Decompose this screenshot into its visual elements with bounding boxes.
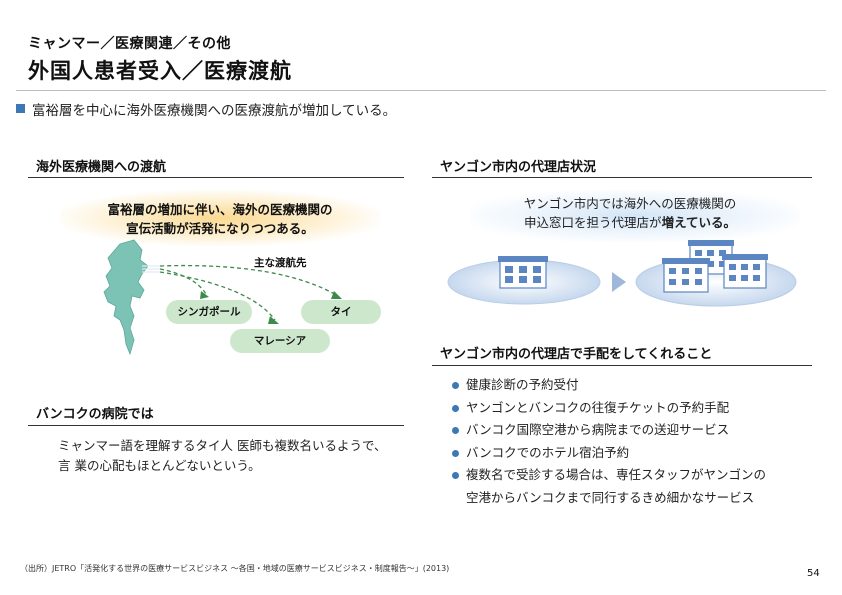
- list-item-text: バンコクでのホテル宿泊予約: [466, 444, 630, 460]
- highlight-line-2: 宣伝活動が活発になりつつある。: [126, 221, 314, 236]
- agency-heading: ヤンゴン市内の代理店状況: [440, 160, 597, 175]
- list-item-text: バンコク国際空港から病院までの送迎サービス: [466, 422, 730, 437]
- bullet-dot-icon: [452, 472, 459, 479]
- page-title: 外国人患者受入／医療渡航: [28, 59, 292, 83]
- lead-bullet-icon: [16, 104, 25, 113]
- bangkok-text: ミャンマー語を理解するタイ人 医師も複数名いるようで、 言 業の心配もほとんどな…: [58, 436, 386, 476]
- bangkok-divider: [28, 425, 404, 426]
- bangkok-heading: バンコクの病院では: [36, 407, 154, 422]
- list-item: 健康診断の予約受付: [452, 374, 766, 397]
- agency-building-icon: [498, 256, 548, 289]
- bullet-dot-icon: [452, 427, 459, 434]
- route-map: [103, 239, 342, 356]
- list-item-text: 複数名で受診する場合は、専任スタッフがヤンゴンの: [466, 467, 767, 482]
- agency-building-icon: [722, 254, 768, 289]
- bullet-dot-icon: [452, 404, 459, 412]
- services-divider: [432, 365, 812, 366]
- bangkok-line-2: 言 業の心配もほとんどないという。: [58, 458, 261, 473]
- myanmar-map-icon: [103, 239, 149, 356]
- title-divider: [16, 90, 826, 91]
- highlight-text: 富裕層の増加に伴い、海外の医療機関の 宣伝活動が活発になりつつある。: [70, 200, 370, 238]
- agency-line-2-emphasis: 増えている。: [661, 215, 736, 230]
- route-arrow-icon: [159, 268, 207, 295]
- lead-text: 富裕層を中心に海外医療機関への医療渡航が増加している。: [32, 103, 397, 119]
- section-label: ミャンマー／医療関連／その他: [28, 36, 231, 52]
- list-item-text: ヤンゴンとバンコクの往復チケットの予約手配: [466, 399, 730, 415]
- page-number: 54: [807, 568, 820, 579]
- bangkok-line-1: ミャンマー語を理解するタイ人 医師も複数名いるようで、: [58, 438, 387, 453]
- bullet-dot-icon: [452, 382, 459, 389]
- list-item: バンコク国際空港から病院までの送迎サービス: [452, 419, 766, 442]
- list-item-text: 空港からバンコクまで同行するきめ細かなサービス: [466, 489, 755, 505]
- agency-text: ヤンゴン市内では海外への医療機関の 申込窓口を担う代理店が増えている。: [480, 194, 780, 232]
- agency-line-2-prefix: 申込窓口を担う代理店が: [524, 215, 662, 230]
- list-item: バンコクでのホテル宿泊予約: [452, 442, 766, 465]
- route-arrow-icon: [159, 264, 339, 297]
- agency-illustration: [447, 240, 797, 307]
- services-heading: ヤンゴン市内の代理店で手配をしてくれること: [440, 347, 713, 362]
- list-item-text: 健康診断の予約受付: [466, 377, 579, 392]
- routes-label: 主な渡航先: [254, 257, 307, 269]
- list-item-continuation: 空港からバンコクまで同行するきめ細かなサービス: [452, 487, 766, 510]
- destination-singapore: シンガポール: [166, 300, 252, 324]
- services-list: 健康診断の予約受付 ヤンゴンとバンコクの往復チケットの予約手配 バンコク国際空港…: [452, 374, 766, 509]
- list-item: ヤンゴンとバンコクの往復チケットの予約手配: [452, 397, 766, 420]
- agency-line-2: 申込窓口を担う代理店が増えている。: [480, 213, 780, 232]
- source-note: （出所）JETRO「活発化する世界の医療サービスビジネス ～各国・地域の医療サー…: [20, 564, 450, 573]
- overseas-travel-heading: 海外医療機関への渡航: [36, 160, 167, 175]
- overseas-travel-divider: [28, 177, 404, 178]
- agency-line-1: ヤンゴン市内では海外への医療機関の: [523, 196, 737, 211]
- highlight-glow: [60, 190, 380, 246]
- list-item: 複数名で受診する場合は、専任スタッフがヤンゴンの: [452, 464, 766, 487]
- highlight-line-1: 富裕層の増加に伴い、海外の医療機関の: [107, 202, 333, 217]
- bullet-dot-icon: [452, 449, 459, 457]
- destination-thailand: タイ: [301, 300, 381, 324]
- destination-malaysia: マレーシア: [230, 329, 330, 353]
- agency-glow: [470, 190, 800, 242]
- right-arrow-icon: [612, 272, 626, 292]
- agency-divider: [432, 177, 812, 178]
- agency-building-icon: [662, 258, 710, 293]
